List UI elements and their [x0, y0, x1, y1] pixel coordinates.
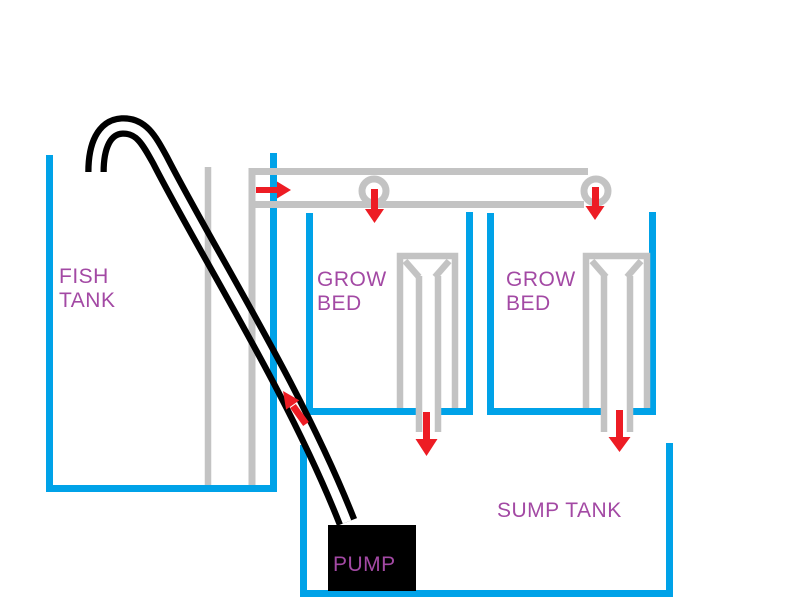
- grow-bed-2-outline: [487, 212, 656, 415]
- bell-siphon-2: [582, 252, 651, 432]
- grow-bed-2-drain-arrow-icon: [608, 410, 631, 452]
- pump-return-arrow-icon: [283, 391, 309, 427]
- siphon-bell-1: [396, 252, 459, 408]
- siphon-bell-2: [582, 252, 651, 408]
- grow-bed-1-outline: [306, 212, 473, 415]
- siphon-funnel-2-left: [589, 258, 609, 280]
- supply-pipe-flow-arrow-icon: [256, 181, 291, 199]
- pump-label: PUMP: [333, 553, 396, 576]
- sump-tank-label: SUMP TANK: [497, 499, 622, 522]
- bell-siphon-1: [396, 252, 459, 432]
- grow-bed-2-inlet-arrow-icon: [585, 187, 605, 220]
- grow-bed-2-label: GROW BED: [506, 268, 576, 315]
- fish-tank-label: FISH TANK: [59, 265, 116, 312]
- siphon-funnel-1-left: [402, 258, 422, 280]
- grow-bed-1-drain-arrow-icon: [415, 412, 438, 456]
- sump-tank-outline: [300, 443, 673, 597]
- siphon-funnel-2-right: [624, 258, 644, 280]
- fish-tank-outline: [46, 153, 277, 492]
- siphon-funnel-1-right: [432, 258, 452, 280]
- pump-box: [328, 525, 416, 591]
- grow-bed-1-inlet-arrow-icon: [365, 189, 384, 223]
- grow-bed-1-label: GROW BED: [317, 268, 387, 315]
